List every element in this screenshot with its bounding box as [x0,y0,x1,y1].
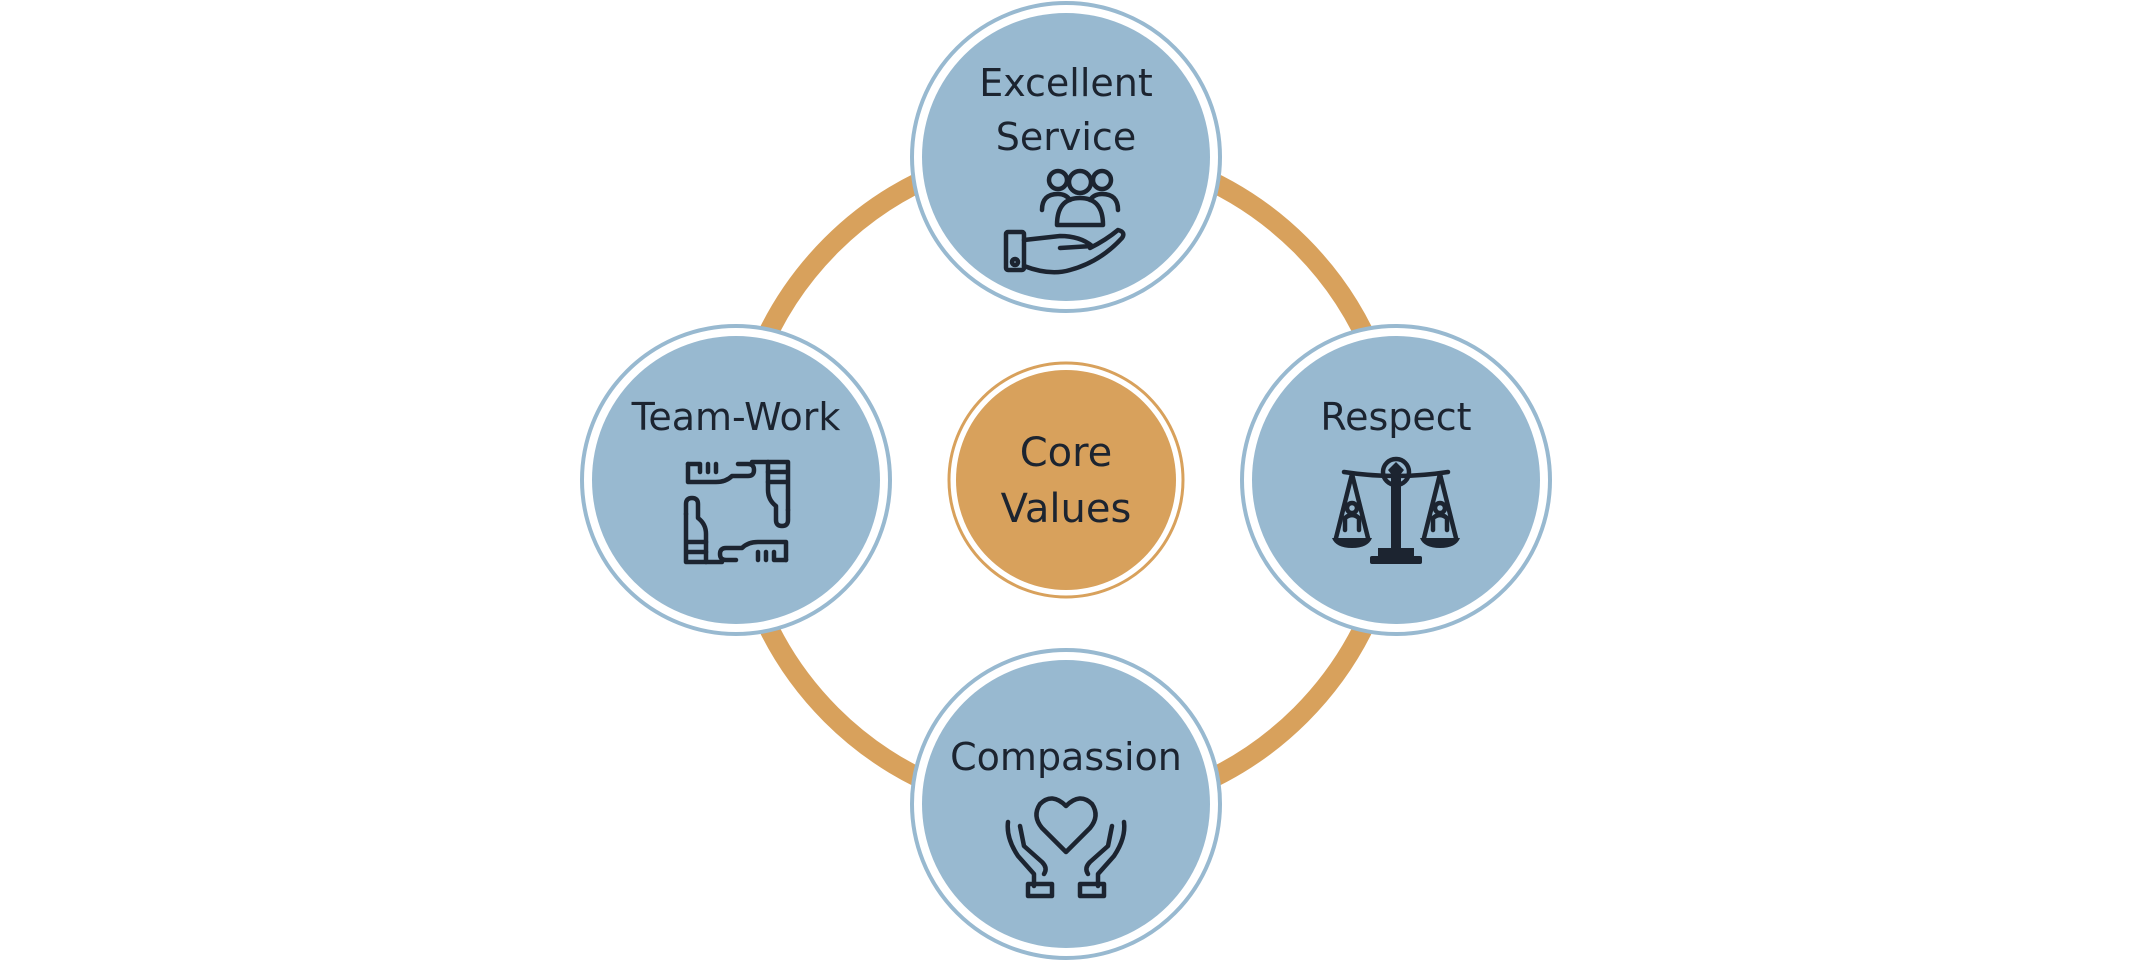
center-label-line1: Core [1020,430,1113,476]
teamwork-hands-icon [683,459,791,565]
node-circle [922,13,1210,301]
hand-holding-people-icon [1003,168,1126,275]
node-label-line1: Excellent [979,61,1153,105]
node-circle [592,336,880,624]
value-node-excellent-service: Excellent Service [910,1,1222,313]
center-circle [956,370,1176,590]
node-label: Compassion [950,735,1182,779]
value-node-compassion: Compassion [910,648,1222,960]
balance-scale-icon [1332,456,1460,564]
heart-in-hands-icon [1005,796,1127,899]
center-label-line2: Values [1001,486,1132,532]
node-label: Respect [1320,395,1471,439]
center-core-values: Core Values [947,361,1185,599]
value-node-team-work: Team-Work [580,324,892,636]
node-label-line2: Service [996,115,1136,159]
value-node-respect: Respect [1240,324,1552,636]
node-label: Team-Work [631,395,841,439]
